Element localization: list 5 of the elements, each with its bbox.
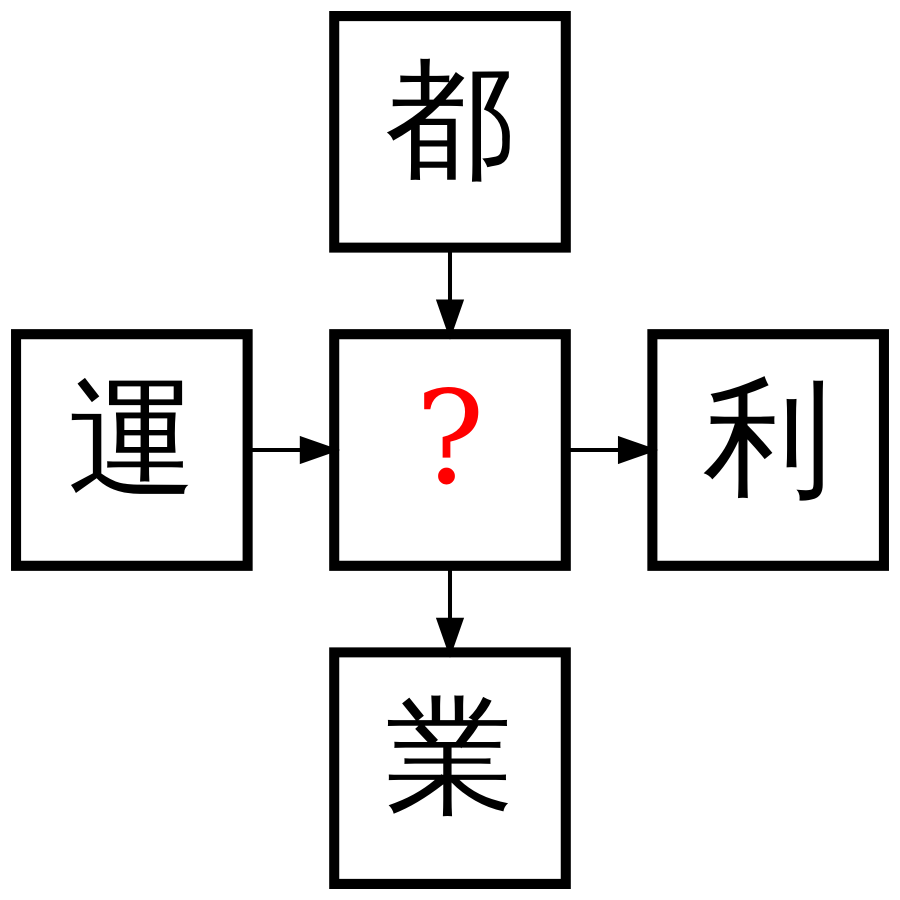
node-box: ? bbox=[329, 329, 571, 571]
node-box: 運 bbox=[11, 329, 253, 571]
node-box: 都 bbox=[329, 11, 571, 253]
node-box: 業 bbox=[329, 647, 571, 889]
node-box: 利 bbox=[647, 329, 889, 571]
